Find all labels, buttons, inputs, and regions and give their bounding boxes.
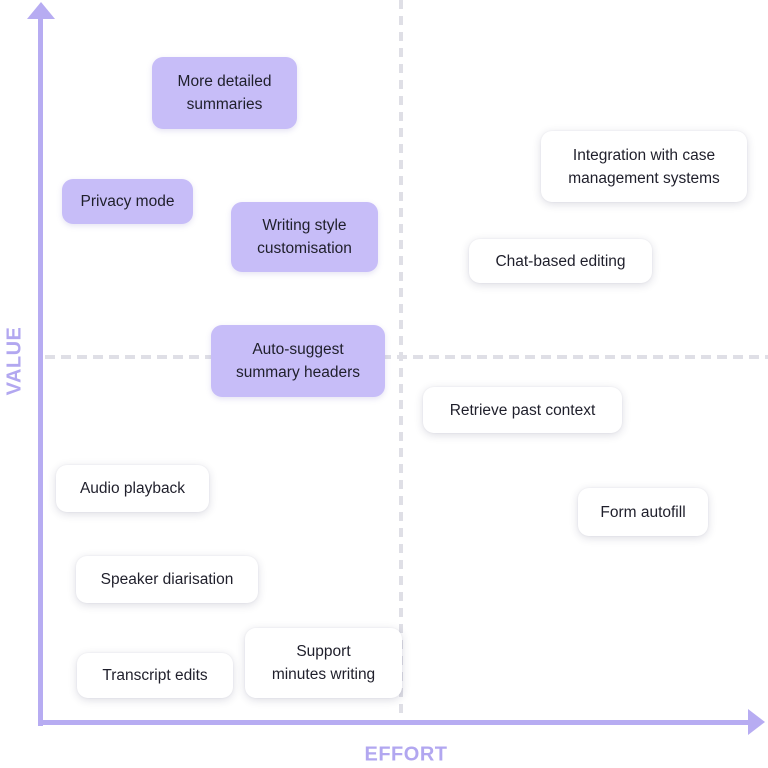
card-chat-based-editing[interactable]: Chat-based editing <box>469 239 652 283</box>
value-axis-arrow-icon <box>27 2 55 19</box>
card-retrieve-past-context[interactable]: Retrieve past context <box>423 387 622 433</box>
card-writing-style-customisation[interactable]: Writing style customisation <box>231 202 378 272</box>
card-transcript-edits[interactable]: Transcript edits <box>77 653 233 698</box>
value-midline-dashed <box>45 355 768 359</box>
card-form-autofill[interactable]: Form autofill <box>578 488 708 536</box>
card-auto-suggest-summary-headers[interactable]: Auto-suggest summary headers <box>211 325 385 397</box>
effort-axis-line <box>38 720 750 725</box>
card-support-minutes-writing[interactable]: Support minutes writing <box>245 628 402 698</box>
value-axis-label: VALUE <box>3 326 26 396</box>
effort-midline-dashed <box>399 0 403 722</box>
card-speaker-diarisation[interactable]: Speaker diarisation <box>76 556 258 603</box>
value-axis-line <box>38 12 43 726</box>
card-privacy-mode[interactable]: Privacy mode <box>62 179 193 224</box>
effort-axis-arrow-icon <box>748 709 765 735</box>
card-audio-playback[interactable]: Audio playback <box>56 465 209 512</box>
card-more-detailed-summaries[interactable]: More detailed summaries <box>152 57 297 129</box>
card-integration-with-case-management-systems[interactable]: Integration with case management systems <box>541 131 747 202</box>
effort-axis-label: EFFORT <box>364 743 448 766</box>
